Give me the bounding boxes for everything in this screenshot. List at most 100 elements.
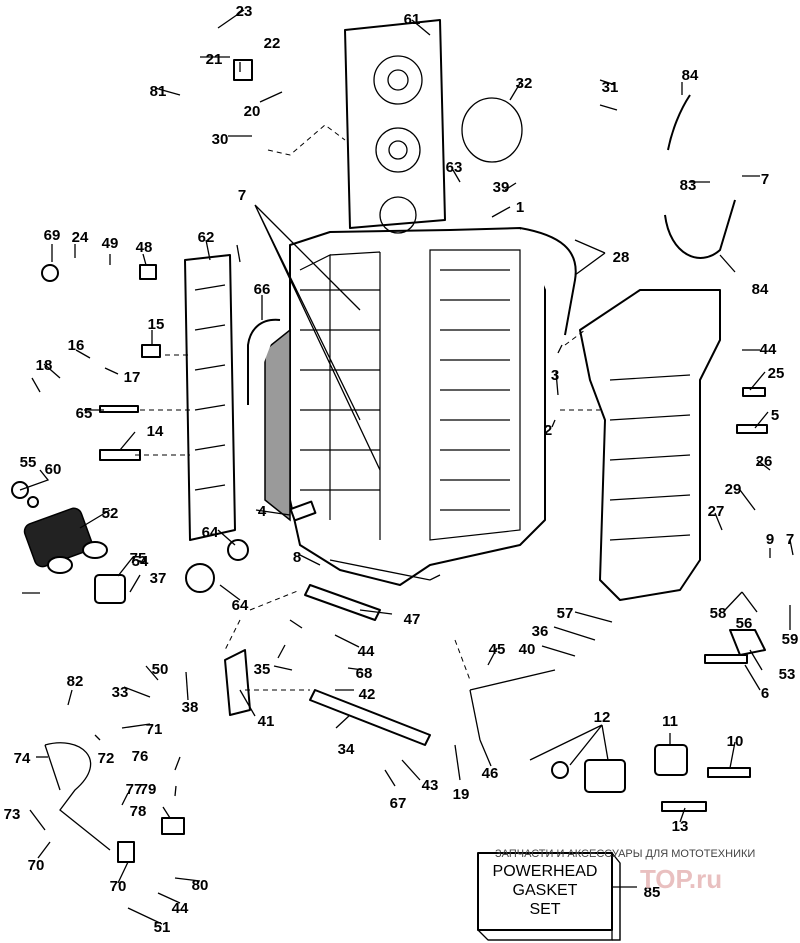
callout-7: 7 xyxy=(761,171,769,188)
callout-34: 34 xyxy=(338,741,355,758)
callout-85: 85 xyxy=(644,884,661,901)
callout-14: 14 xyxy=(147,423,164,440)
callout-81: 81 xyxy=(150,83,167,100)
callout-70: 70 xyxy=(28,857,45,874)
callout-10: 10 xyxy=(727,733,744,750)
callout-33: 33 xyxy=(112,684,129,701)
callout-11: 11 xyxy=(662,713,678,730)
callout-60: 60 xyxy=(45,461,62,478)
callout-65: 65 xyxy=(76,405,93,422)
misc-fasteners xyxy=(11,59,768,812)
callout-37: 37 xyxy=(150,570,167,587)
callout-79: 79 xyxy=(140,781,157,798)
callout-44: 44 xyxy=(172,900,189,917)
callout-41: 41 xyxy=(258,713,275,730)
callout-50: 50 xyxy=(152,661,169,678)
cylinder-block xyxy=(264,227,546,586)
reference-lines xyxy=(135,124,600,691)
callout-48: 48 xyxy=(136,239,153,256)
callout-19: 19 xyxy=(453,786,470,803)
callout-61: 61 xyxy=(404,11,421,28)
callout-82: 82 xyxy=(67,673,84,690)
callout-80: 80 xyxy=(192,877,209,894)
kit-label-line: POWERHEAD xyxy=(493,863,598,880)
callout-18: 18 xyxy=(36,357,53,374)
callout-72: 72 xyxy=(98,750,115,767)
callout-42: 42 xyxy=(359,686,376,703)
callout-77: 77 xyxy=(126,781,143,798)
kit-label-line: SET xyxy=(529,901,560,918)
callout-13: 13 xyxy=(672,818,689,835)
callout-64: 64 xyxy=(202,524,219,541)
callout-4: 4 xyxy=(258,503,267,520)
exhaust-cover-gasket xyxy=(184,254,236,541)
callout-8: 8 xyxy=(293,549,301,566)
callout-57: 57 xyxy=(557,605,574,622)
callout-53: 53 xyxy=(779,666,796,683)
callout-84: 84 xyxy=(682,67,699,84)
callout-68: 68 xyxy=(356,665,373,682)
callout-23: 23 xyxy=(236,3,253,20)
callout-12: 12 xyxy=(594,709,611,726)
callout-21: 21 xyxy=(206,51,223,68)
leader-lines xyxy=(19,9,794,925)
callout-66: 66 xyxy=(254,281,271,298)
callout-83: 83 xyxy=(680,177,697,194)
callout-38: 38 xyxy=(182,699,199,716)
bypass-valve-housing xyxy=(23,507,126,604)
callout-43: 43 xyxy=(422,777,439,794)
callout-39: 39 xyxy=(493,179,510,196)
callout-numbers: 1234567778910111213141516171819202122232… xyxy=(4,3,799,936)
callout-35: 35 xyxy=(254,661,271,678)
callout-74: 74 xyxy=(14,750,31,767)
callout-64: 64 xyxy=(232,597,249,614)
callout-30: 30 xyxy=(212,131,229,148)
callout-56: 56 xyxy=(736,615,753,632)
callout-32: 32 xyxy=(516,75,533,92)
callout-69: 69 xyxy=(44,227,61,244)
watermark-url: ТОР.ru xyxy=(640,864,722,894)
kit-label: POWERHEAD GASKET SET xyxy=(493,863,598,918)
hoses xyxy=(247,94,736,405)
callout-55: 55 xyxy=(20,454,37,471)
callout-52: 52 xyxy=(102,505,119,522)
callout-40: 40 xyxy=(519,641,536,658)
callout-24: 24 xyxy=(72,229,89,246)
callout-76: 76 xyxy=(132,748,149,765)
callout-7: 7 xyxy=(786,531,794,548)
callout-36: 36 xyxy=(532,623,549,640)
wiring-harness xyxy=(44,742,185,863)
callout-75: 75 xyxy=(130,550,147,567)
callout-45: 45 xyxy=(489,641,506,658)
callout-59: 59 xyxy=(782,631,799,648)
callout-27: 27 xyxy=(708,503,725,520)
callout-67: 67 xyxy=(390,795,407,812)
callout-71: 71 xyxy=(146,721,163,738)
callout-15: 15 xyxy=(148,316,165,333)
callout-25: 25 xyxy=(768,365,785,382)
callout-54: 54 xyxy=(132,553,149,570)
callout-31: 31 xyxy=(602,79,619,96)
callout-62: 62 xyxy=(198,229,215,246)
callout-26: 26 xyxy=(756,453,773,470)
callout-47: 47 xyxy=(404,611,421,628)
linkage-arms xyxy=(224,584,556,746)
kit-label-line: GASKET xyxy=(513,882,578,899)
callout-84: 84 xyxy=(752,281,769,298)
callout-5: 5 xyxy=(771,407,779,424)
callout-51: 51 xyxy=(154,919,171,936)
callout-1: 1 xyxy=(516,199,524,216)
callout-7: 7 xyxy=(238,187,246,204)
callout-49: 49 xyxy=(102,235,119,252)
callout-6: 6 xyxy=(761,685,769,702)
crankcase-half xyxy=(579,289,721,601)
callout-73: 73 xyxy=(4,806,21,823)
callout-70: 70 xyxy=(110,878,127,895)
o-ring-seal xyxy=(461,97,523,163)
callout-17: 17 xyxy=(124,369,141,386)
callout-44: 44 xyxy=(358,643,375,660)
callout-2: 2 xyxy=(544,422,552,439)
powerhead-gasket-set-box xyxy=(477,852,621,941)
callout-9: 9 xyxy=(766,531,774,548)
